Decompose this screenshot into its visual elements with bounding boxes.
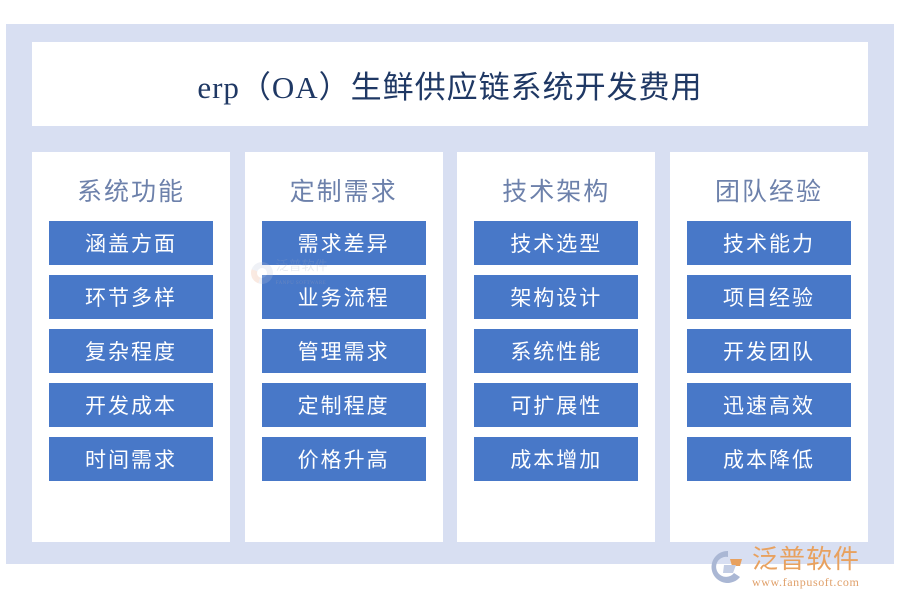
list-item[interactable]: 管理需求 xyxy=(261,329,426,373)
content-board: erp（OA）生鲜供应链系统开发费用 系统功能 涵盖方面 环节多样 复杂程度 开… xyxy=(6,24,894,564)
list-item[interactable]: 涵盖方面 xyxy=(49,221,213,265)
list-item[interactable]: 开发团队 xyxy=(686,329,851,373)
brand-logo: 泛普软件 www.fanpusoft.com xyxy=(710,540,886,594)
column-header: 团队经验 xyxy=(714,179,823,206)
list-item[interactable]: 时间需求 xyxy=(49,437,213,481)
list-item[interactable]: 价格升高 xyxy=(261,437,426,481)
column-system-function: 系统功能 涵盖方面 环节多样 复杂程度 开发成本 时间需求 xyxy=(32,152,230,542)
column-items: 需求差异 业务流程 管理需求 定制程度 价格升高 xyxy=(261,221,427,481)
list-item[interactable]: 环节多样 xyxy=(49,275,213,319)
page-title: erp（OA）生鲜供应链系统开发费用 xyxy=(197,69,703,105)
list-item[interactable]: 成本增加 xyxy=(474,437,639,481)
column-items: 技术选型 架构设计 系统性能 可扩展性 成本增加 xyxy=(473,221,639,481)
list-item[interactable]: 项目经验 xyxy=(686,275,851,319)
list-item[interactable]: 需求差异 xyxy=(261,221,426,265)
list-item[interactable]: 迅速高效 xyxy=(686,383,851,427)
column-header: 系统功能 xyxy=(76,179,185,206)
column-custom-requirement: 泛普软件 FANPU SOFTWARE 定制需求 需求差异 业务流程 管理需求 … xyxy=(244,152,443,542)
column-header: 定制需求 xyxy=(289,179,398,206)
column-items: 技术能力 项目经验 开发团队 迅速高效 成本降低 xyxy=(686,221,852,481)
list-item[interactable]: 可扩展性 xyxy=(474,383,639,427)
list-item[interactable]: 技术能力 xyxy=(686,221,851,265)
list-item[interactable]: 系统性能 xyxy=(474,329,639,373)
list-item[interactable]: 业务流程 xyxy=(261,275,426,319)
list-item[interactable]: 架构设计 xyxy=(474,275,639,319)
columns-container: 系统功能 涵盖方面 环节多样 复杂程度 开发成本 时间需求 泛普软件 FANPU… xyxy=(32,152,868,542)
column-tech-architecture: 技术架构 技术选型 架构设计 系统性能 可扩展性 成本增加 xyxy=(457,152,656,542)
column-items: 涵盖方面 环节多样 复杂程度 开发成本 时间需求 xyxy=(48,221,214,481)
list-item[interactable]: 复杂程度 xyxy=(49,329,213,373)
column-team-experience: 团队经验 技术能力 项目经验 开发团队 迅速高效 成本降低 xyxy=(669,152,868,542)
brand-url: www.fanpusoft.com xyxy=(752,574,860,589)
brand-name: 泛普软件 xyxy=(752,544,861,574)
list-item[interactable]: 成本降低 xyxy=(686,437,851,481)
column-header: 技术架构 xyxy=(502,179,611,206)
list-item[interactable]: 开发成本 xyxy=(49,383,213,427)
title-card: erp（OA）生鲜供应链系统开发费用 xyxy=(32,42,868,126)
brand-text: 泛普软件 www.fanpusoft.com xyxy=(752,544,861,589)
fanpu-swoosh-icon xyxy=(710,549,746,585)
list-item[interactable]: 定制程度 xyxy=(261,383,426,427)
list-item[interactable]: 技术选型 xyxy=(474,221,639,265)
